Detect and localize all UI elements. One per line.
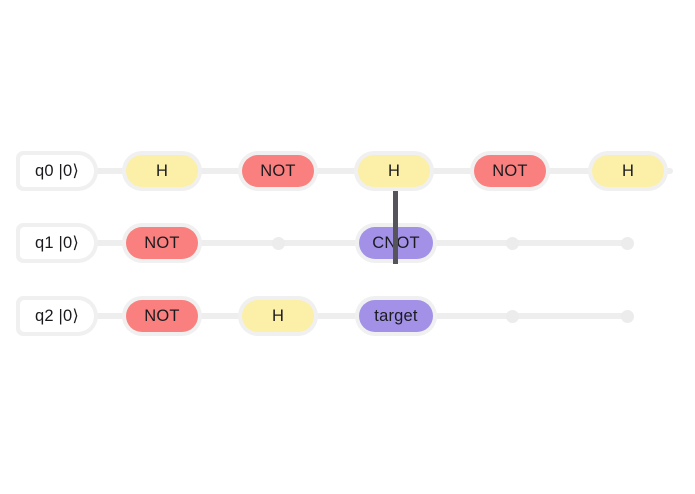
qubit-label-text-q1: q1 |0⟩ xyxy=(20,227,94,259)
cnot-connector-0 xyxy=(393,191,398,264)
gate-not-q0-1[interactable]: NOT xyxy=(238,151,318,191)
wire-slot-dot-q1-2[interactable] xyxy=(621,236,634,250)
gate-not-q1-0[interactable]: NOT xyxy=(122,223,202,263)
gate-h-q0-4[interactable]: H xyxy=(588,151,668,191)
gate-h-q2-1[interactable]: H xyxy=(238,296,318,336)
qubit-label-q0[interactable]: q0 |0⟩ xyxy=(16,151,98,191)
gate-label: H xyxy=(592,155,664,187)
gate-not-q0-3[interactable]: NOT xyxy=(470,151,550,191)
gate-label: H xyxy=(126,155,198,187)
gate-not-q2-0[interactable]: NOT xyxy=(122,296,202,336)
qubit-label-q2[interactable]: q2 |0⟩ xyxy=(16,296,98,336)
qubit-row-q0: q0 |0⟩ H NOT H NOT H xyxy=(0,143,695,199)
gate-label: H xyxy=(358,155,430,187)
gate-label: NOT xyxy=(126,227,198,259)
gate-label: NOT xyxy=(242,155,314,187)
gate-label: H xyxy=(242,300,314,332)
gate-label: NOT xyxy=(126,300,198,332)
qubit-row-q1: q1 |0⟩NOTCNOT xyxy=(0,215,695,271)
wire-slot-dot-q2-0[interactable] xyxy=(506,309,519,323)
gate-h-q0-2[interactable]: H xyxy=(354,151,434,191)
wire-slot-dot-q2-1[interactable] xyxy=(621,309,634,323)
qubit-label-text-q0: q0 |0⟩ xyxy=(20,155,94,187)
gate-label: target xyxy=(359,300,433,332)
qubit-label-q1[interactable]: q1 |0⟩ xyxy=(16,223,98,263)
qubit-label-text-q2: q2 |0⟩ xyxy=(20,300,94,332)
wire-slot-dot-q1-0[interactable] xyxy=(272,236,285,250)
gate-h-q0-0[interactable]: H xyxy=(122,151,202,191)
gate-label: NOT xyxy=(474,155,546,187)
wire-slot-dot-q1-1[interactable] xyxy=(506,236,519,250)
gate-target-q2-2[interactable]: target xyxy=(355,296,437,336)
